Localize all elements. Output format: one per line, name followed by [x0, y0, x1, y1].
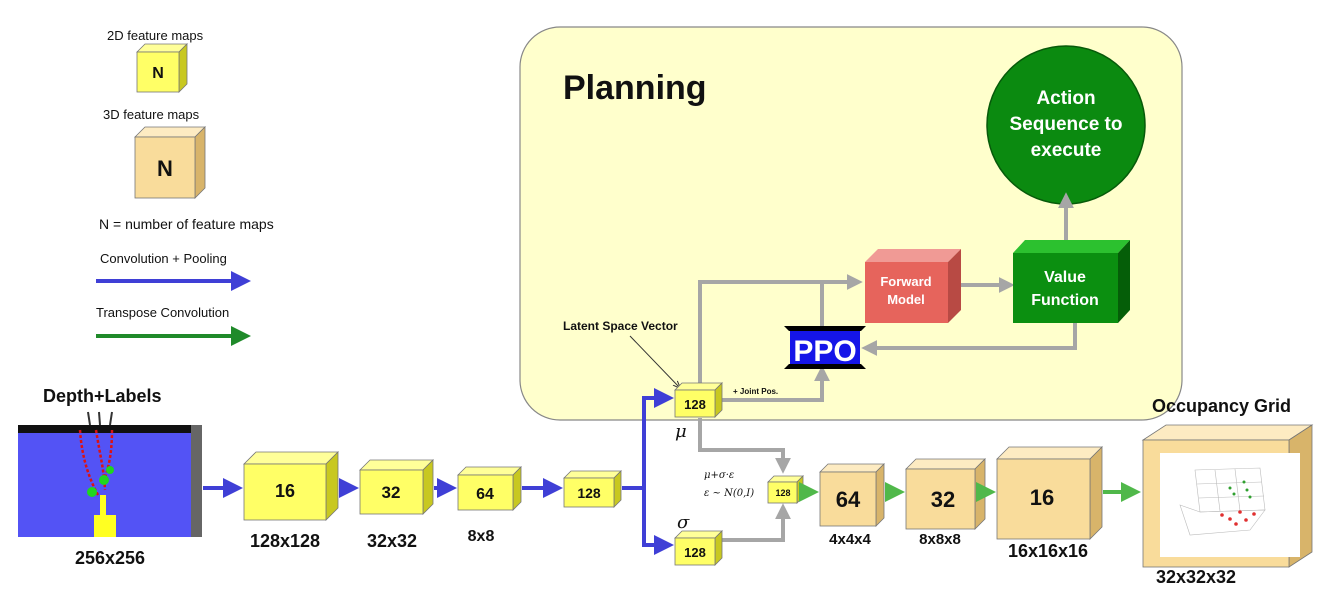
- ppo-block: PPO: [784, 326, 866, 369]
- value-function-line-2: Function: [1031, 292, 1099, 309]
- encoder-2-n: 32: [382, 483, 401, 502]
- svg-text:128: 128: [775, 488, 790, 498]
- encoder-cube-1: 16: [243, 451, 339, 521]
- latent-space-label: Latent Space Vector: [563, 319, 678, 333]
- formula-line-2: ε ~ N(0,I): [704, 488, 754, 499]
- joint-pos-label: + Joint Pos.: [733, 387, 778, 396]
- z-block: 128: [767, 475, 804, 504]
- decoder-1-n: 64: [836, 487, 861, 512]
- encoder-arrows: [203, 388, 674, 555]
- encoder-1-size: 128x128: [250, 531, 320, 551]
- decoder-3-n: 16: [1030, 485, 1054, 510]
- encoder-cube-2: 32: [359, 459, 434, 515]
- value-function-block: [1013, 253, 1118, 323]
- formula-line-1: μ+σ·ε: [704, 470, 734, 481]
- value-function-line-1: Value: [1044, 269, 1086, 286]
- encoder-cube-4: 128: [563, 470, 622, 508]
- legend-3d-label: 3D feature maps: [103, 107, 200, 122]
- sigma-symbol: σ: [677, 512, 690, 533]
- svg-text:128: 128: [684, 545, 706, 560]
- encoder-cube-3: 64: [457, 466, 522, 511]
- legend-transpose-label: Transpose Convolution: [96, 305, 229, 320]
- action-line-1: Action: [1036, 88, 1095, 109]
- sigma-block: 128: [674, 530, 723, 566]
- encoder-1-n: 16: [275, 481, 295, 501]
- planning-connectors: [698, 192, 1077, 542]
- encoder-3-size: 8x8: [468, 528, 495, 545]
- svg-text:128: 128: [684, 397, 706, 412]
- decoder-2-size: 8x8x8: [919, 531, 961, 548]
- mu-symbol: μ: [675, 421, 687, 442]
- decoder-cube-3: 16: [996, 446, 1103, 540]
- planning-title: Planning: [563, 69, 707, 107]
- ppo-label: PPO: [793, 335, 856, 368]
- legend-n-definition: N = number of feature maps: [99, 216, 274, 232]
- decoder-2-n: 32: [931, 487, 955, 512]
- forward-model-block: [865, 262, 948, 323]
- depth-labels-image: [18, 411, 202, 537]
- svg-text:N: N: [152, 65, 164, 82]
- legend-conv-label: Convolution + Pooling: [100, 251, 227, 266]
- action-line-2: Sequence to: [1010, 114, 1123, 135]
- legend-3d-cube: N: [134, 126, 206, 199]
- forward-model-line-1: Forward: [880, 274, 931, 289]
- output-size: 32x32x32: [1156, 567, 1236, 587]
- decoder-cube-2: 32: [905, 458, 986, 530]
- output-title: Occupancy Grid: [1152, 396, 1291, 416]
- legend-2d-label: 2D feature maps: [107, 28, 204, 43]
- decoder-cube-1: 64: [819, 463, 885, 527]
- occupancy-grid-cube: [1141, 424, 1314, 568]
- encoder-2-size: 32x32: [367, 531, 417, 551]
- svg-text:N: N: [157, 156, 173, 181]
- action-line-3: execute: [1031, 140, 1102, 161]
- mu-block: 128: [674, 382, 723, 418]
- forward-model-line-2: Model: [887, 292, 925, 307]
- decoder-1-size: 4x4x4: [829, 531, 871, 548]
- encoder-4-n: 128: [577, 485, 601, 501]
- input-size: 256x256: [75, 548, 145, 568]
- decoder-3-size: 16x16x16: [1008, 541, 1088, 561]
- legend-2d-cube: N: [136, 43, 188, 93]
- encoder-3-n: 64: [476, 486, 494, 503]
- input-title: Depth+Labels: [43, 386, 162, 406]
